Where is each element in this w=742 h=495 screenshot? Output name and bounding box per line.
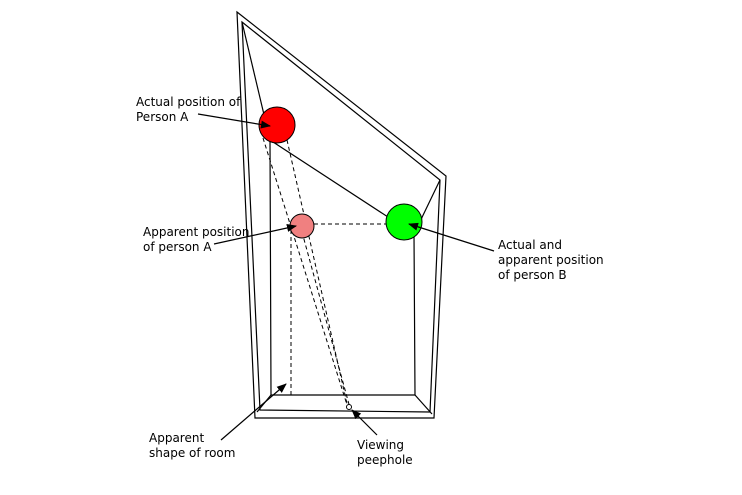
room-outer-wall bbox=[236, 10, 447, 419]
person-b-circle bbox=[385, 203, 423, 241]
person-a-actual-circle bbox=[258, 106, 296, 144]
label-peephole-line2: peephole bbox=[357, 453, 413, 467]
back-wall-edge bbox=[269, 139, 416, 396]
label-actual-a-line1: Actual position of bbox=[136, 95, 241, 109]
sightline-apparent-a bbox=[301, 231, 351, 409]
arrow-apparent-a bbox=[213, 224, 297, 245]
arrow-peephole bbox=[351, 409, 378, 436]
label-peephole-line1: Viewing bbox=[357, 438, 404, 452]
arrow-actual-a bbox=[197, 113, 271, 129]
label-person-b-line1: Actual and bbox=[498, 238, 562, 252]
arrow-room-shape bbox=[220, 383, 287, 441]
peephole-marker bbox=[346, 404, 352, 410]
label-apparent-a-line2: of person A bbox=[143, 240, 212, 254]
label-person-b-line2: apparent position bbox=[498, 253, 604, 267]
sight-lines bbox=[262, 137, 388, 409]
label-person-b-line3: of person B bbox=[498, 268, 567, 282]
label-apparent-a-line1: Apparent position bbox=[143, 225, 250, 239]
floor-edge-right bbox=[414, 394, 433, 415]
sightline-a-right bbox=[286, 139, 349, 409]
label-room-line2: shape of room bbox=[149, 446, 235, 460]
label-room-line1: Apparent bbox=[149, 431, 204, 445]
arrow-person-b bbox=[408, 222, 495, 252]
sightline-a-left bbox=[262, 137, 349, 409]
label-actual-a-line2: Person A bbox=[136, 110, 189, 124]
room-outline bbox=[236, 10, 447, 419]
